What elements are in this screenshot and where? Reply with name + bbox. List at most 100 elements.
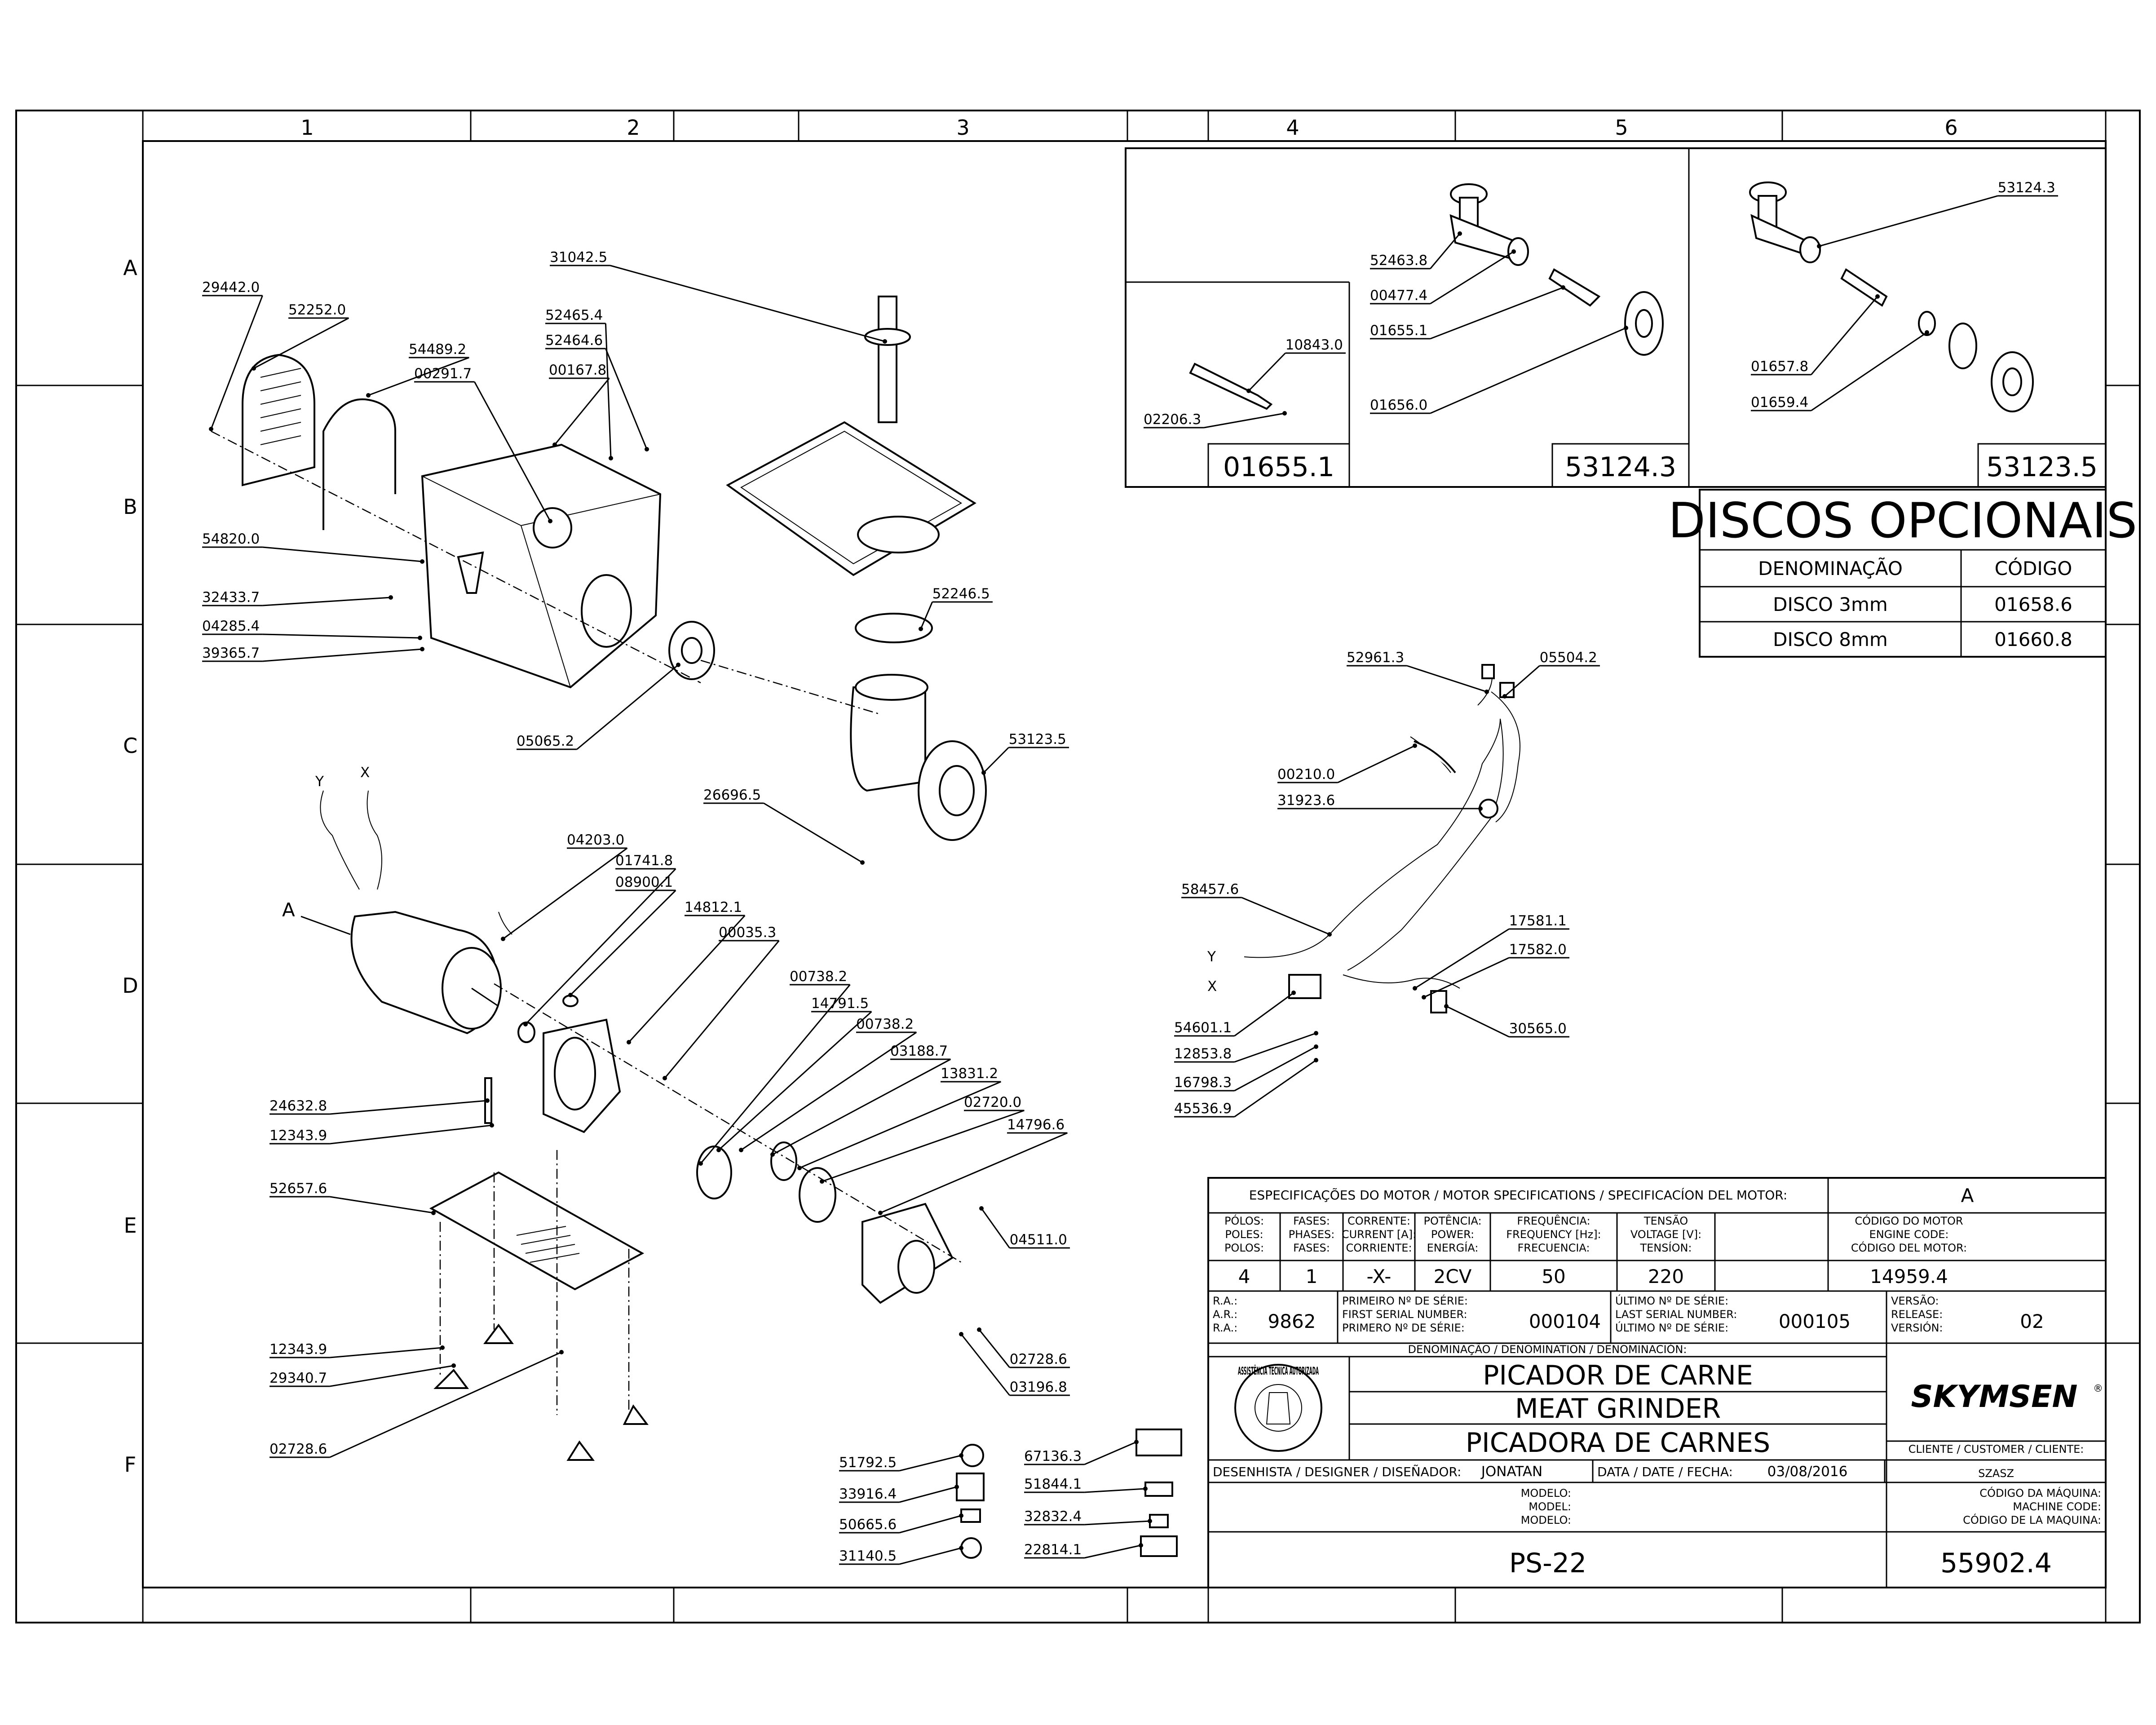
disc-row-2-code: 01660.8 bbox=[1994, 628, 2072, 650]
callout-leader bbox=[741, 1031, 917, 1151]
callout-target-dot bbox=[431, 1211, 436, 1215]
callout-leader bbox=[262, 597, 391, 606]
callout-target-dot bbox=[389, 595, 393, 600]
client-label: CLIENTE / CUSTOMER / CLIENTE: bbox=[1909, 1443, 2084, 1455]
callout-target-dot bbox=[1484, 690, 1489, 694]
callout-label: 52657.6 bbox=[270, 1181, 327, 1197]
callout-target-dot bbox=[1148, 1519, 1152, 1523]
cabinet-hole bbox=[533, 507, 572, 548]
callout-target-dot bbox=[1282, 411, 1287, 416]
callout-leader bbox=[899, 1547, 962, 1565]
callout-leader bbox=[1811, 332, 1927, 411]
callout-label: 54601.1 bbox=[1174, 1020, 1232, 1036]
gear-14791 bbox=[696, 1146, 732, 1199]
callout-label: 52246.5 bbox=[932, 586, 990, 602]
callout-label: 33916.4 bbox=[839, 1486, 897, 1502]
callout-leader bbox=[983, 747, 1009, 774]
callout-target-dot bbox=[440, 1345, 445, 1350]
svg-text:POTÊNCIA:: POTÊNCIA: bbox=[1423, 1214, 1481, 1227]
callout-label: 05504.2 bbox=[1540, 650, 1597, 666]
svg-text:MODEL:: MODEL: bbox=[1529, 1500, 1571, 1513]
callout-leader bbox=[330, 1365, 454, 1387]
callout-target-dot bbox=[663, 1076, 667, 1080]
callout-leader bbox=[1811, 296, 1878, 375]
callout-label: 58457.6 bbox=[1181, 881, 1239, 898]
svg-text:POLES:: POLES: bbox=[1225, 1228, 1263, 1241]
callout-label: 03188.7 bbox=[890, 1043, 948, 1059]
callout-label: 12853.8 bbox=[1174, 1046, 1232, 1062]
callout-label: 52252.0 bbox=[288, 302, 346, 318]
callout-label: 29442.0 bbox=[202, 279, 260, 296]
callout-label: 14791.5 bbox=[811, 995, 869, 1012]
plug-52961 bbox=[1481, 664, 1495, 679]
callout-target-dot bbox=[645, 447, 649, 451]
callout-target-dot bbox=[1246, 389, 1251, 393]
callout-label: 52464.6 bbox=[545, 332, 603, 349]
callout-target-dot bbox=[1413, 986, 1417, 991]
callout-label: 02728.6 bbox=[270, 1441, 327, 1457]
callout-label: 51792.5 bbox=[839, 1455, 897, 1471]
svg-text:R.A.:: R.A.: bbox=[1213, 1322, 1237, 1334]
machine-code-value: 55902.4 bbox=[1940, 1548, 2052, 1579]
wire-y-mark: Y bbox=[315, 774, 324, 790]
callout-leader bbox=[1430, 327, 1626, 414]
callout-leader bbox=[1430, 233, 1461, 269]
callout-leader bbox=[1234, 1059, 1317, 1118]
svg-text:CORRIENTE:: CORRIENTE: bbox=[1346, 1242, 1412, 1254]
wiring-harness: Y X bbox=[1207, 664, 1520, 1013]
callout-target-dot bbox=[1291, 991, 1296, 995]
callout-leader bbox=[1234, 992, 1294, 1037]
callout-label: 54820.0 bbox=[202, 531, 260, 547]
svg-text:CÓDIGO DEL MOTOR:: CÓDIGO DEL MOTOR: bbox=[1851, 1241, 1967, 1254]
callout-leader bbox=[700, 984, 851, 1164]
callout-leader bbox=[474, 381, 551, 522]
callout-target-dot bbox=[919, 627, 923, 631]
motor-spec-title: ESPECIFICAÇÕES DO MOTOR / MOTOR SPECIFIC… bbox=[1249, 1187, 1788, 1203]
callout-leader bbox=[554, 378, 610, 445]
labels-group bbox=[956, 1429, 1182, 1559]
callout-label: 22814.1 bbox=[1024, 1542, 1082, 1558]
callout-target-dot bbox=[1143, 1486, 1148, 1491]
callout-label: 12343.9 bbox=[270, 1128, 327, 1144]
callout-leader bbox=[570, 889, 676, 996]
discs-header-code: CÓDIGO bbox=[1995, 557, 2072, 579]
callout-target-dot bbox=[878, 1211, 883, 1215]
callout-leader bbox=[920, 602, 933, 629]
optional-discs-table: DISCOS OPCIONAIS DENOMINAÇÃO CÓDIGO DISC… bbox=[1668, 489, 2137, 658]
callout-label: 00035.3 bbox=[719, 924, 776, 941]
callout-leader bbox=[210, 295, 263, 429]
svg-text:FIRST SERIAL NUMBER:: FIRST SERIAL NUMBER: bbox=[1342, 1308, 1467, 1321]
callout-leader bbox=[329, 1351, 562, 1458]
svg-text:MODELO:: MODELO: bbox=[1521, 1514, 1571, 1526]
motor-frequency: 50 bbox=[1542, 1265, 1565, 1287]
svg-text:CORRENTE:: CORRENTE: bbox=[1348, 1215, 1410, 1227]
callout-label: 53123.5 bbox=[1009, 731, 1066, 748]
motor-current: -X- bbox=[1367, 1265, 1392, 1287]
callout-target-dot bbox=[1134, 1440, 1139, 1444]
callout-target-dot bbox=[1511, 249, 1516, 254]
detail-a-label: A bbox=[282, 899, 295, 921]
callout-target-dot bbox=[883, 339, 887, 344]
callout-leader bbox=[960, 1334, 1010, 1396]
detail-frames: 01655.1 53124.3 53123.5 bbox=[1125, 147, 2107, 488]
callout-target-dot bbox=[959, 1546, 963, 1550]
callout-target-dot bbox=[1875, 294, 1880, 299]
callout-leader bbox=[978, 1329, 1010, 1368]
callout-leader bbox=[1234, 1046, 1317, 1092]
svg-text:POWER:: POWER: bbox=[1431, 1228, 1474, 1241]
callout-label: 00738.2 bbox=[790, 969, 847, 985]
callout-target-dot bbox=[860, 860, 865, 865]
svg-text:FREQUÊNCIA:: FREQUÊNCIA: bbox=[1517, 1214, 1590, 1227]
callout-target-dot bbox=[420, 559, 424, 564]
svg-text:R.A.:: R.A.: bbox=[1213, 1295, 1237, 1307]
callout-label: 02206.3 bbox=[1144, 411, 1201, 428]
sticker-33916 bbox=[956, 1473, 985, 1501]
callout-label: 54489.2 bbox=[409, 341, 466, 358]
client-value: SZASZ bbox=[1978, 1467, 2014, 1480]
callout-label: 31923.6 bbox=[1277, 792, 1335, 809]
assembly-box-53124: 53124.3 bbox=[1565, 451, 1676, 483]
callout-label: 00291.7 bbox=[414, 366, 472, 382]
motor-poles: 4 bbox=[1238, 1265, 1250, 1287]
harness-x-mark: X bbox=[1207, 978, 1217, 995]
